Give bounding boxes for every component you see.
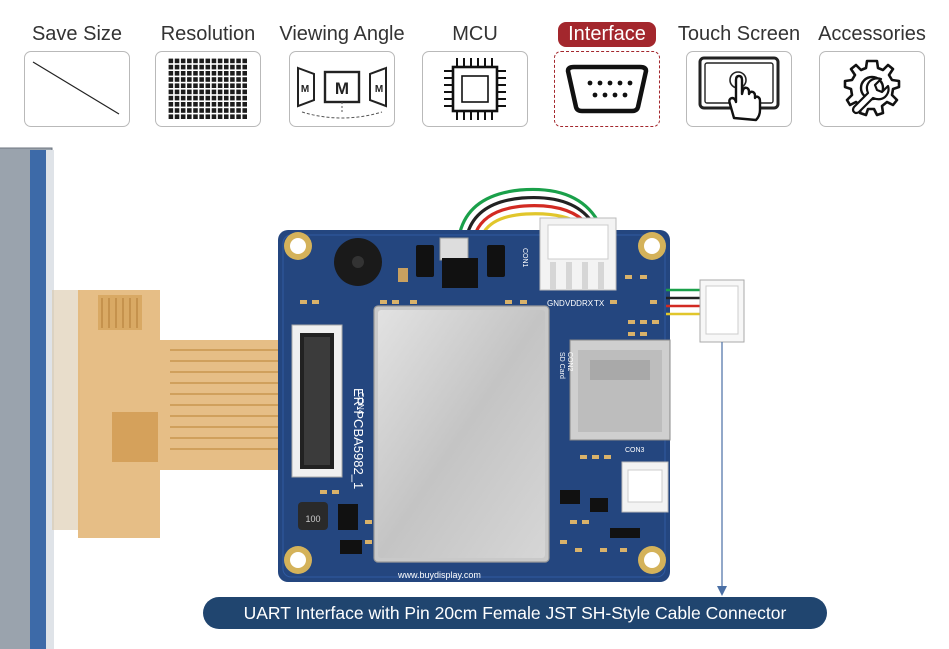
- gear-wrench-icon: [843, 59, 901, 117]
- pin-label: RX: [582, 299, 594, 308]
- pointer-arrow: [717, 586, 727, 596]
- tab-label: Accessories: [818, 23, 926, 45]
- pin-label: TX: [594, 299, 605, 308]
- tab-label: Resolution: [160, 23, 256, 45]
- interface-caption: UART Interface with Pin 20cm Female JST …: [203, 597, 827, 629]
- product-photo: GND VDD RX TX CON1 CON4 ER-PCBA5982_1 SD…: [0, 140, 949, 649]
- tab-touch-screen[interactable]: Touch Screen: [673, 20, 805, 130]
- pcb-illustration: GND VDD RX TX CON1 CON4 ER-PCBA5982_1 SD…: [0, 147, 745, 649]
- tab-label: Save Size: [31, 23, 123, 45]
- component-label: CON2: [566, 352, 573, 372]
- tab-label: Viewing Angle: [279, 23, 405, 45]
- website-silkscreen: www.buydisplay.com: [397, 570, 481, 580]
- serial-port-icon: [565, 64, 649, 114]
- tab-label: MCU: [452, 23, 498, 45]
- tab-resolution[interactable]: Resolution: [142, 20, 274, 130]
- angle-letter-left: M: [301, 84, 309, 95]
- svg-text:100: 100: [305, 514, 320, 524]
- pcb-board: GND VDD RX TX CON1 CON4 ER-PCBA5982_1 SD…: [278, 217, 671, 582]
- tab-viewing-angle[interactable]: Viewing Angle M M M: [276, 20, 408, 130]
- component-label: CON1: [521, 248, 528, 268]
- tab-label: Touch Screen: [677, 23, 801, 45]
- feature-tab-strip: Save Size Resolution Viewing Angle M M M: [0, 0, 949, 135]
- part-number-silkscreen: ER-PCBA5982_1: [351, 388, 366, 489]
- viewing-angle-icon: M M M: [297, 66, 387, 119]
- pin-label: GND: [547, 299, 565, 308]
- pixel-grid-icon: [168, 58, 247, 119]
- chip-icon: [444, 58, 506, 120]
- pin-label: VDD: [565, 299, 582, 308]
- tab-interface[interactable]: Interface: [541, 20, 673, 130]
- component-label: CON4: [356, 392, 365, 415]
- tab-label: Interface: [541, 20, 673, 48]
- flex-cable: [78, 290, 300, 538]
- component-label: SD Card: [558, 352, 565, 379]
- angle-letter-right: M: [375, 84, 383, 95]
- tab-save-size[interactable]: Save Size: [11, 20, 143, 130]
- touch-hand-icon: [698, 56, 780, 122]
- tab-mcu[interactable]: MCU: [409, 20, 541, 130]
- jst-cable: [666, 288, 702, 316]
- angle-letter-center: M: [335, 79, 349, 98]
- tab-accessories[interactable]: Accessories: [806, 20, 938, 130]
- component-label: CON3: [625, 447, 645, 454]
- diagonal-line-icon: [32, 61, 120, 115]
